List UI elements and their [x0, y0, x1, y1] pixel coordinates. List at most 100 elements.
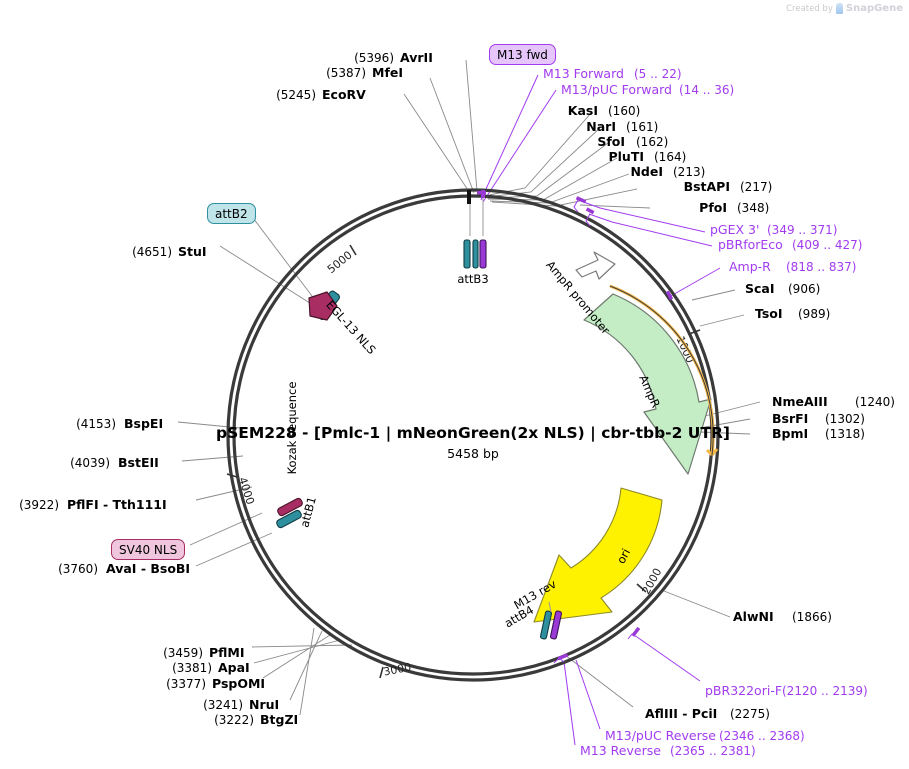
- enzyme-name-avai-bsobi: AvaI - BsoBI: [106, 561, 190, 576]
- enzyme-pos-bpmi: (1318): [825, 427, 865, 441]
- label-group-bottom: pBR322ori-F (2120 .. 2139) AflIII - PciI…: [580, 683, 868, 758]
- enzyme-pos-nmeaiii: (1240): [855, 395, 895, 409]
- enzyme-name-sfoi: SfoI: [597, 134, 625, 149]
- badge-sv40-nls-label: SV40 NLS: [119, 543, 178, 557]
- feature-label-kozak: Kozak sequence: [285, 382, 299, 475]
- badge-attb2-label: attB2: [215, 207, 248, 221]
- enzyme-name-afliii-pcii: AflIII - PciI: [645, 706, 717, 721]
- enzyme-pos-pspomi: (3377): [166, 677, 206, 691]
- enzyme-pos-avrii: (5396): [354, 51, 394, 65]
- ruler-tick-4000: 4000: [236, 476, 257, 507]
- enzyme-name-bpmi: BpmI: [772, 426, 808, 441]
- label-group-right: ScaI (906) TsoI (989) NmeAIII (1240) Bsr…: [733, 281, 895, 624]
- enzyme-name-pspomi: PspOMI: [212, 676, 265, 691]
- primer-range-pbrforeco: (409 .. 427): [792, 238, 862, 252]
- primer-name-amp-r: Amp-R: [729, 259, 771, 274]
- primer-bracket-bottom: [553, 633, 638, 664]
- enzyme-name-mfei: MfeI: [372, 65, 403, 80]
- primer-range-m13-reverse: (2365 .. 2381): [670, 744, 756, 758]
- primer-name-m13-forward: M13 Forward: [543, 66, 624, 81]
- primer-name-m13puc-reverse: M13/pUC Reverse: [605, 728, 716, 743]
- label-group-top-right: KasI (160) NarI (161) SfoI (162) PluTI (…: [568, 103, 773, 215]
- primer-range-m13-forward: (5 .. 22): [634, 67, 682, 81]
- enzyme-name-nrui: NruI: [249, 697, 279, 712]
- enzyme-name-nmeaiii: NmeAIII: [772, 394, 828, 409]
- watermark-prefix: Created by: [786, 3, 833, 14]
- enzyme-name-kasi: KasI: [568, 103, 598, 118]
- label-group-top-left: (5396) AvrII (5387) MfeI (5245) EcoRV: [276, 50, 433, 102]
- enzyme-name-bspei: BspEI: [124, 416, 163, 431]
- feature-kozak[interactable]: Kozak sequence: [285, 382, 299, 475]
- enzyme-pos-avai-bsobi: (3760): [58, 562, 98, 576]
- enzyme-pos-bstеii: (4039): [70, 456, 110, 470]
- feature-attb3[interactable]: attB3: [457, 190, 489, 286]
- primer-name-m13puc-forward: M13/pUC Forward: [561, 82, 672, 97]
- enzyme-pos-bspei: (4153): [76, 417, 116, 431]
- enzyme-name-nari: NarI: [586, 119, 616, 134]
- badge-m13-fwd[interactable]: M13 fwd: [489, 44, 556, 65]
- enzyme-name-pfoi: PfoI: [699, 200, 727, 215]
- enzyme-pos-bsrfi: (1302): [825, 412, 865, 426]
- enzyme-pos-btgzi: (3222): [214, 713, 254, 727]
- primer-name-pgex3: pGEX 3': [710, 222, 759, 237]
- feature-label-egl13-nls: EGL-13 NLS: [323, 298, 378, 357]
- badge-m13-fwd-label: M13 fwd: [497, 48, 548, 62]
- badge-attb2[interactable]: attB2: [207, 203, 256, 224]
- leader-lines-right: [663, 289, 761, 618]
- enzyme-name-ecorv: EcoRV: [322, 87, 366, 102]
- enzyme-pos-sfoi: (162): [636, 135, 668, 149]
- enzyme-pos-pluti: (164): [654, 150, 686, 164]
- primer-name-pbrforeco: pBRforEco: [718, 237, 783, 252]
- primer-name-m13-reverse: M13 Reverse: [580, 743, 661, 758]
- leader-lines-bottom: [563, 636, 701, 746]
- ruler-tick-3000: 3000: [382, 661, 412, 679]
- enzyme-name-avrii: AvrII: [400, 50, 433, 65]
- leader-lines-primers-top: [480, 74, 721, 298]
- enzyme-pos-kasi: (160): [608, 104, 640, 118]
- ruler-tick-5000: 5000: [325, 248, 355, 276]
- enzyme-name-stui: StuI: [178, 244, 207, 259]
- enzyme-name-ndei: NdeI: [630, 164, 663, 179]
- enzyme-pos-apai: (3381): [172, 661, 212, 675]
- primer-range-m13puc-forward: (14 .. 36): [679, 83, 734, 97]
- feature-ampr-promoter[interactable]: AmpR promoter: [543, 251, 616, 337]
- feature-attb1[interactable]: attB1: [276, 495, 319, 529]
- feature-egl13-nls[interactable]: EGL-13 NLS: [308, 290, 379, 357]
- primer-range-pgex3: (349 .. 371): [767, 223, 837, 237]
- enzyme-name-btgzi: BtgZI: [260, 712, 298, 727]
- enzyme-pos-mfei: (5387): [326, 66, 366, 80]
- primer-range-amp-r: (818 .. 837): [786, 260, 856, 274]
- feature-orf-orange: [609, 284, 719, 457]
- enzyme-pos-bstapi: (217): [740, 180, 772, 194]
- feature-label-attb3: attB3: [457, 272, 488, 286]
- map-size-label: 5458 bp: [447, 446, 499, 461]
- watermark-brand: SnapGene: [845, 3, 903, 14]
- primer-bracket-top-right: [573, 199, 591, 227]
- enzyme-pos-pfoi: (348): [737, 201, 769, 215]
- enzyme-pos-tsoi: (989): [798, 307, 830, 321]
- enzyme-name-tsoi: TsoI: [755, 306, 783, 321]
- enzyme-name-bsrfi: BsrFI: [772, 411, 808, 426]
- leader-lines-top-left: [403, 59, 478, 197]
- enzyme-pos-scai: (906): [788, 282, 820, 296]
- enzyme-name-alwni: AlwNI: [733, 609, 774, 624]
- enzyme-name-scai: ScaI: [745, 281, 775, 296]
- feature-ori[interactable]: ori: [533, 487, 663, 623]
- enzyme-pos-stui: (4651): [132, 245, 172, 259]
- enzyme-name-bstеii: BstEII: [118, 455, 159, 470]
- snapgene-logo-icon: [835, 3, 843, 14]
- map-title-group: pSEM228 - [Pmlc-1 | mNeonGreen(2x NLS) |…: [216, 424, 730, 461]
- enzyme-pos-afliii-pcii: (2275): [730, 707, 770, 721]
- enzyme-name-pflmi: PflMI: [209, 645, 245, 660]
- enzyme-pos-ndei: (213): [673, 165, 705, 179]
- enzyme-name-pluti: PluTI: [608, 149, 644, 164]
- label-group-left: (4651) StuI (4153) BspEI (4039) BstEII (…: [19, 244, 206, 576]
- enzyme-name-pflfi: PflFI - Tth111I: [67, 497, 167, 512]
- enzyme-name-bstapi: BstAPI: [684, 179, 730, 194]
- badge-sv40-nls[interactable]: SV40 NLS: [111, 539, 186, 560]
- enzyme-pos-ecorv: (5245): [276, 88, 316, 102]
- enzyme-pos-nari: (161): [626, 120, 658, 134]
- enzyme-pos-pflfi: (3922): [19, 498, 59, 512]
